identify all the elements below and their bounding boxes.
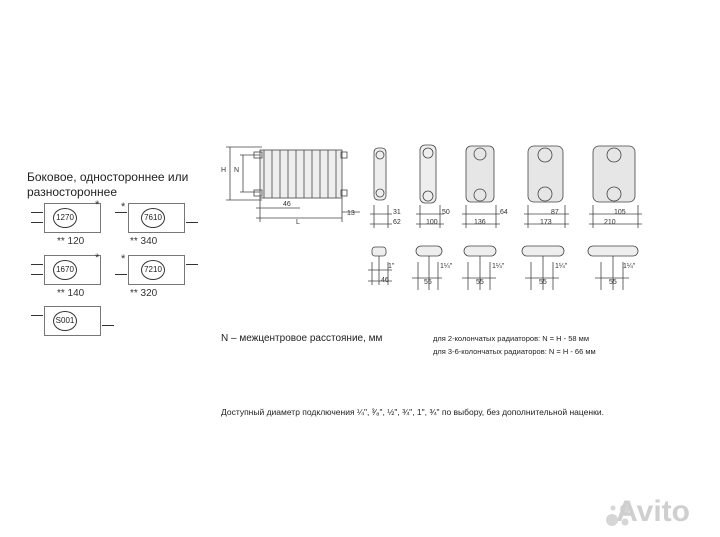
two-column-note: для 2-колончатых радиаторов: N = H - 58 … — [433, 334, 589, 343]
side-view-4 — [524, 145, 569, 228]
connection-option-s001: S001 — [31, 306, 114, 336]
diameter-note: Доступный диаметр подключения ¼", ³⁄₈", … — [221, 407, 604, 417]
front-view — [226, 146, 360, 222]
top-view-4 — [521, 245, 565, 290]
pipe-size: 1" — [388, 263, 395, 270]
connection-price: ** 320 — [130, 288, 158, 299]
side-dim-top: 87 — [551, 209, 559, 216]
three-six-column-note: для 3-6-колончатых радиаторов: N = H - 6… — [433, 347, 596, 356]
side-dim-bottom: 100 — [426, 219, 438, 226]
star-mark: * — [95, 252, 100, 264]
avito-logo-icon — [606, 504, 630, 526]
connection-option-7210: 7210 — [115, 255, 198, 285]
top-dim: 55 — [424, 279, 432, 286]
n-definition-note: N – межцентровое расстояние, мм — [221, 333, 383, 344]
side-view-3 — [462, 145, 500, 228]
side-dim-top: 31 — [393, 209, 401, 216]
connection-option-1670: 1670 — [31, 255, 101, 285]
star-mark: * — [121, 253, 126, 265]
side-dim-top: 50 — [442, 209, 450, 216]
connection-code: 7610 — [141, 208, 165, 228]
connection-code: S001 — [53, 311, 77, 331]
top-dim: 55 — [476, 279, 484, 286]
side-dim-bottom: 210 — [604, 219, 616, 226]
side-dim-bottom: 62 — [393, 219, 401, 226]
side-view-1 — [370, 147, 392, 228]
pipe-size: 1¼" — [492, 263, 505, 270]
top-view-3 — [462, 245, 497, 290]
dim-h-label: H — [221, 167, 227, 174]
pipe-size: 1¼" — [623, 263, 636, 270]
connection-code: 1270 — [53, 208, 77, 228]
dim-gap-label: 13 — [347, 210, 355, 217]
pipe-size: 1¼" — [555, 263, 568, 270]
pipe-size: 1¼" — [440, 263, 453, 270]
side-dim-top: 105 — [614, 209, 626, 216]
side-dim-bottom: 136 — [474, 219, 486, 226]
connection-option-7610: 7610 — [115, 203, 198, 233]
side-dim-bottom: 173 — [540, 219, 552, 226]
connection-code: 1670 — [53, 260, 77, 280]
top-view-2 — [412, 245, 443, 290]
connection-code: 7210 — [141, 260, 165, 280]
avito-watermark: Avito — [616, 495, 690, 528]
connection-heading: Боковое, одностороннее или разносторонне… — [27, 170, 189, 199]
connection-option-1270: 1270 — [31, 203, 101, 233]
connection-price: ** 340 — [130, 236, 158, 247]
dim-46-label: 46 — [283, 201, 291, 208]
star-mark: * — [95, 199, 100, 211]
side-view-2 — [416, 144, 444, 228]
top-dim: 46 — [381, 277, 389, 284]
side-view-5 — [589, 145, 642, 228]
top-view-5 — [587, 245, 639, 290]
dim-n-label: N — [234, 167, 240, 174]
top-view-1 — [368, 246, 392, 285]
top-dim: 55 — [539, 279, 547, 286]
dim-l-label: L — [296, 219, 300, 226]
connection-price: ** 120 — [57, 236, 85, 247]
star-mark: * — [121, 201, 126, 213]
connection-price: ** 140 — [57, 288, 85, 299]
top-dim: 55 — [609, 279, 617, 286]
side-dim-top: 64 — [500, 209, 508, 216]
